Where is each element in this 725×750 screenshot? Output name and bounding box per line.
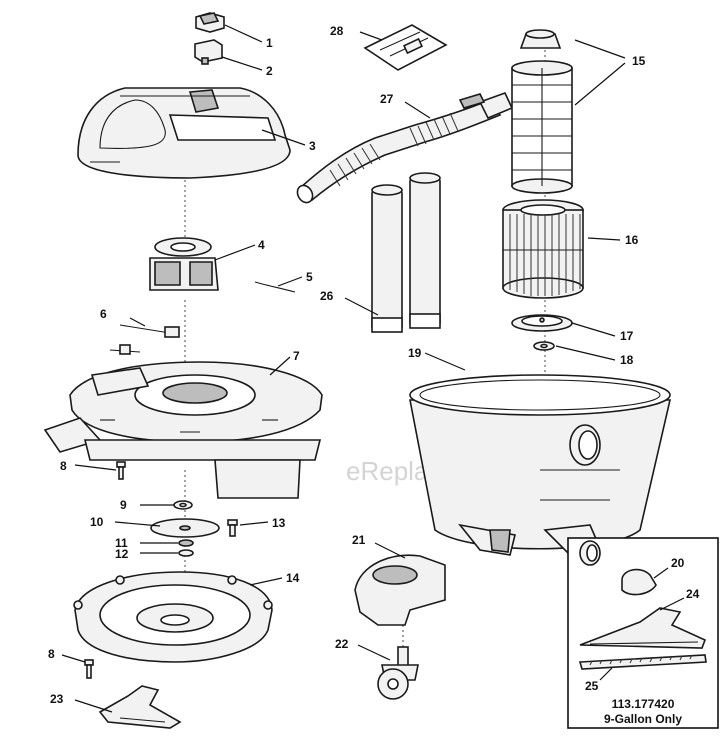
inset-note: 9-Gallon Only [604, 712, 682, 726]
part-23-floor-nozzle [98, 685, 182, 729]
part-22-caster [377, 646, 419, 700]
callout-15: 15 [632, 54, 646, 68]
callout-10: 10 [90, 515, 104, 529]
part-18-nut [533, 341, 555, 351]
callout-18: 18 [620, 353, 634, 367]
callout-8-lower: 8 [48, 647, 55, 661]
part-13-screw [227, 519, 238, 537]
callout-28: 28 [330, 24, 344, 38]
part-24-utility-nozzle [579, 607, 707, 649]
callout-16: 16 [625, 233, 639, 247]
part-1-switch-button [195, 12, 225, 33]
part-7-lid [43, 361, 323, 499]
callout-7: 7 [293, 349, 300, 363]
part-14-fan-housing [73, 571, 273, 663]
callout-26: 26 [320, 289, 334, 303]
callout-3: 3 [309, 139, 316, 153]
part-26-extension-wands [371, 172, 441, 333]
callout-27: 27 [380, 92, 394, 106]
callout-8-upper: 8 [60, 459, 67, 473]
part-15-filter-cage [511, 29, 573, 194]
part-5-wire [254, 281, 296, 293]
callout-4: 4 [258, 238, 265, 252]
callout-24: 24 [686, 587, 700, 601]
callout-25: 25 [585, 679, 599, 693]
part-9-washer [173, 500, 193, 510]
callout-13: 13 [272, 516, 286, 530]
callout-23: 23 [50, 692, 64, 706]
part-6-cord [109, 324, 180, 355]
callout-11: 11 [115, 536, 128, 550]
inset-model-number: 113.177420 [612, 697, 675, 711]
callout-20: 20 [671, 556, 685, 570]
callout-5: 5 [306, 270, 313, 284]
part-21-caster-mount [354, 554, 446, 626]
callout-12: 12 [115, 547, 129, 561]
part-20-inlet-plug [579, 540, 657, 596]
callout-17: 17 [620, 329, 634, 343]
part-3-motor-cover [77, 87, 291, 179]
callout-14: 14 [286, 571, 300, 585]
part-27-hose [296, 91, 514, 204]
part-25-squeegee-strip [578, 654, 707, 670]
callout-9: 9 [120, 498, 127, 512]
part-12-nut [178, 549, 194, 557]
part-8-screw-lower [84, 659, 94, 679]
part-2-switch [194, 39, 223, 65]
part-28-manual [363, 24, 448, 71]
callout-21: 21 [352, 533, 366, 547]
callout-1: 1 [266, 36, 273, 50]
callout-2: 2 [266, 64, 273, 78]
part-4-motor [149, 237, 219, 291]
callout-leader-lines [61, 24, 685, 713]
part-11-spacer [178, 539, 194, 547]
callout-numbers: 1 2 3 4 5 6 7 8 9 10 11 12 13 14 8 23 28… [48, 24, 700, 706]
callout-22: 22 [335, 637, 349, 651]
part-16-cartridge-filter [502, 199, 584, 299]
callout-6: 6 [100, 307, 107, 321]
part-10-impeller [150, 518, 220, 538]
part-8-screw-upper [116, 461, 126, 480]
part-19-canister [409, 374, 672, 556]
part-17-filter-plate [511, 314, 573, 332]
callout-19: 19 [408, 346, 422, 360]
